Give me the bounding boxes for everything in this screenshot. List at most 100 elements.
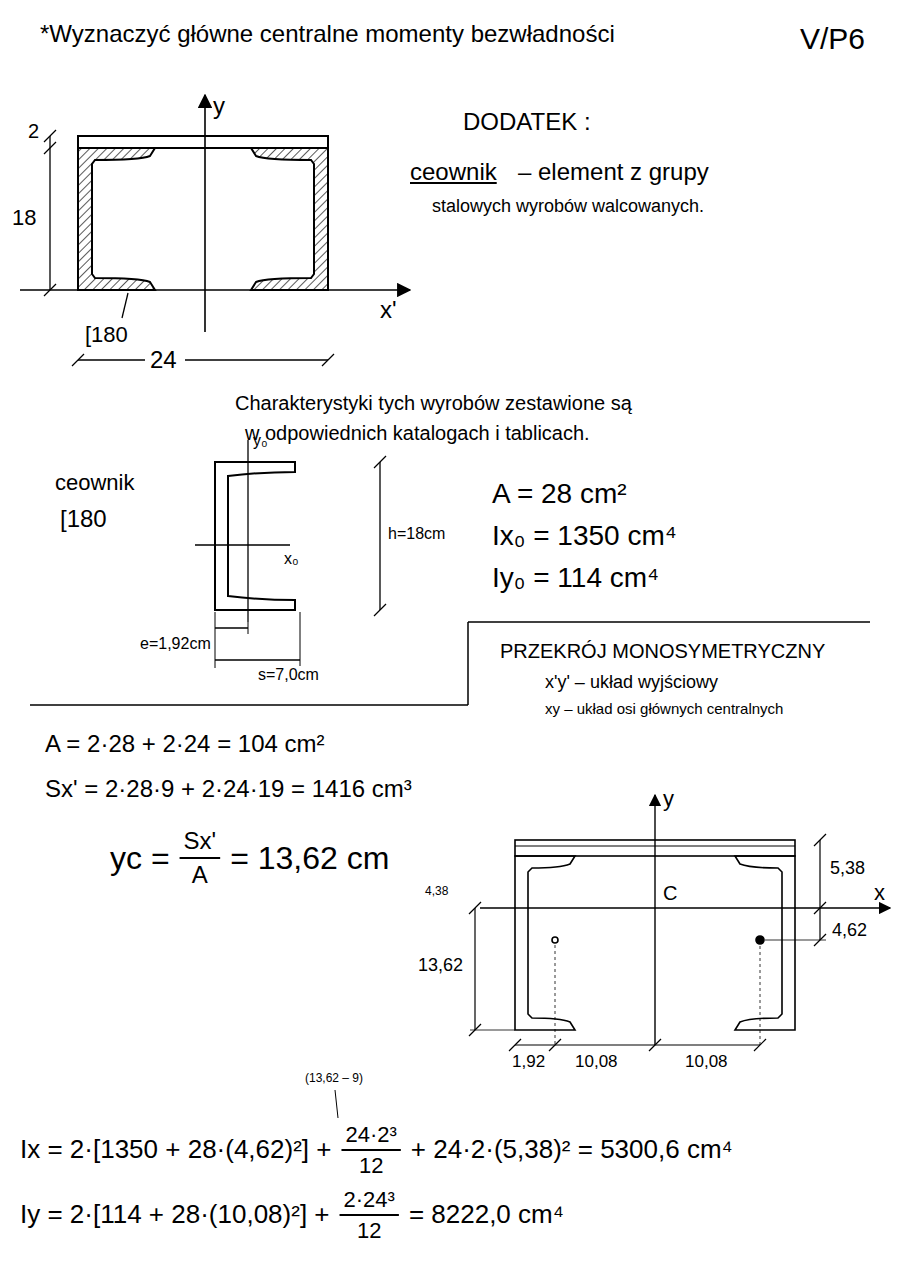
dimension-line bbox=[49, 136, 50, 290]
property-value: A = 28 cm² bbox=[492, 478, 627, 510]
equation: yc = bbox=[110, 840, 170, 877]
property-value: Ix₀ = 1350 cm⁴ bbox=[492, 520, 677, 552]
axis-y0 bbox=[247, 440, 248, 622]
dimension-label: 13,62 bbox=[418, 955, 463, 976]
dimension-label: 2 bbox=[28, 120, 39, 143]
dimension-tick bbox=[814, 834, 826, 846]
section-heading: PRZEKRÓJ MONOSYMETRYCZNY bbox=[500, 640, 825, 663]
plate bbox=[78, 136, 328, 148]
centroid-label: C bbox=[663, 882, 677, 905]
extension-line bbox=[765, 940, 826, 941]
fraction-bar bbox=[180, 857, 221, 859]
fraction-numerator: 24·2³ bbox=[345, 1122, 396, 1147]
dimension-tick bbox=[44, 284, 56, 296]
axis-y bbox=[204, 95, 206, 332]
centroid-figure bbox=[335, 795, 890, 1118]
dimension-tick bbox=[754, 1039, 766, 1051]
extension-line bbox=[760, 946, 761, 1045]
page-title: *Wyznaczyć główne centralne momenty bezw… bbox=[40, 20, 615, 48]
note-text: – element z grupy bbox=[518, 158, 709, 186]
divider-line bbox=[468, 621, 870, 623]
term: ceownik bbox=[410, 158, 497, 186]
note-text: Charakterystyki tych wyrobów zestawione … bbox=[235, 392, 632, 415]
dimension-line bbox=[185, 359, 328, 360]
dimension-label: 4,62 bbox=[832, 920, 867, 941]
axis-x bbox=[480, 907, 890, 908]
dimension-tick bbox=[44, 142, 56, 154]
dimension-label: 10,08 bbox=[575, 1052, 618, 1072]
dimension-tick bbox=[72, 354, 84, 366]
note-text: w odpowiednich katalogach i tablicach. bbox=[245, 422, 590, 445]
fraction-denominator: A bbox=[192, 861, 208, 889]
fraction-bar bbox=[341, 1149, 400, 1151]
note-text: xy – układ osi głównych centralnych bbox=[545, 700, 783, 717]
channel-left bbox=[78, 148, 155, 290]
extension-line bbox=[555, 945, 556, 1045]
property-value: Iy₀ = 114 cm⁴ bbox=[492, 562, 659, 594]
fraction-numerator: Sx' bbox=[184, 827, 217, 855]
leader-line bbox=[335, 1090, 338, 1118]
part-name: [180 bbox=[85, 322, 128, 347]
part-name: [180 bbox=[60, 505, 107, 533]
dimension-label: 4,38 bbox=[425, 885, 448, 899]
equation: A = 2·28 + 2·24 = 104 cm² bbox=[45, 730, 325, 758]
part-name: ceownik bbox=[55, 470, 134, 495]
centroid-dot bbox=[756, 936, 764, 944]
dimension-tick bbox=[549, 1039, 561, 1051]
axis-label: y bbox=[213, 92, 225, 120]
note-text: x'y' – układ wyjściowy bbox=[545, 672, 718, 693]
axis-y bbox=[654, 795, 655, 1045]
equation: Sx' = 2·28·9 + 2·24·19 = 1416 cm³ bbox=[45, 775, 412, 803]
dimension-label: s=7,0cm bbox=[258, 666, 319, 684]
equation: Iy = 2·[114 + 28·(10,08)²] + bbox=[20, 1200, 330, 1230]
dimension-tick bbox=[374, 456, 386, 468]
fraction-bar bbox=[340, 1214, 399, 1216]
dimension-tick bbox=[649, 1039, 661, 1051]
equation: Ix = 2·[1350 + 28·(4,62)²] + bbox=[20, 1135, 331, 1165]
dimension-line bbox=[379, 462, 380, 610]
dimension-line bbox=[215, 659, 300, 660]
dimension-tick bbox=[814, 902, 826, 914]
extension-line bbox=[300, 612, 301, 666]
fraction-denominator: 12 bbox=[359, 1153, 383, 1178]
channel-right bbox=[735, 856, 795, 1030]
axis-x bbox=[20, 289, 410, 291]
dimension-tick bbox=[469, 902, 481, 914]
leader-line bbox=[122, 293, 128, 318]
dimension-tick bbox=[374, 604, 386, 616]
fraction-numerator: 2·24³ bbox=[344, 1187, 395, 1212]
sheet-number: V/P6 bbox=[800, 22, 865, 57]
equation: = 8222,0 cm⁴ bbox=[409, 1200, 564, 1230]
annotation: (13,62 – 9) bbox=[305, 1072, 363, 1086]
section-figure bbox=[20, 95, 410, 366]
dimension-label: 18 bbox=[12, 205, 36, 230]
axis-label: x bbox=[874, 880, 885, 905]
axis-label: y bbox=[663, 786, 674, 811]
dimension-line bbox=[215, 627, 248, 628]
fraction-denominator: 12 bbox=[357, 1218, 381, 1243]
channel-outline bbox=[215, 462, 295, 610]
axis-label: x' bbox=[380, 296, 397, 324]
centroid-dot bbox=[552, 937, 558, 943]
equation: + 24·2·(5,38)² = 5300,6 cm⁴ bbox=[411, 1135, 733, 1165]
dimension-label: 10,08 bbox=[685, 1052, 728, 1072]
dimension-label: h=18cm bbox=[388, 525, 445, 543]
note-text: stalowych wyrobów walcowanych. bbox=[432, 196, 704, 217]
dimension-label: 24 bbox=[150, 346, 177, 374]
divider-line bbox=[467, 622, 469, 705]
dimension-line bbox=[78, 359, 145, 360]
section-heading: DODATEK : bbox=[463, 108, 591, 136]
divider bbox=[30, 622, 870, 705]
axis-x0 bbox=[195, 544, 290, 545]
channel-left bbox=[515, 856, 575, 1030]
channel-catalog-figure bbox=[195, 440, 386, 668]
dimension-tick bbox=[322, 354, 334, 366]
divider-line bbox=[30, 704, 468, 706]
dimension-line bbox=[819, 840, 820, 940]
dimension-label: e=1,92cm bbox=[140, 635, 211, 653]
dimension-label: 1,92 bbox=[512, 1052, 545, 1072]
dimension-line bbox=[474, 908, 475, 1030]
